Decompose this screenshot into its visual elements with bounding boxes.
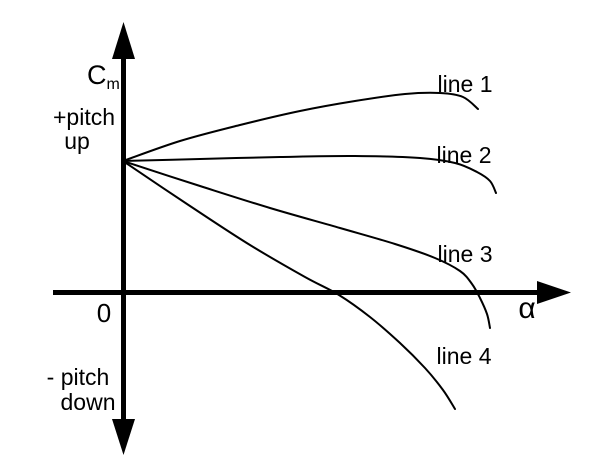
y-axis (112, 22, 135, 455)
origin-label: 0 (97, 298, 111, 328)
curve-line-1 (122, 91, 479, 162)
curve-label-line-3: line 3 (438, 241, 493, 267)
y-axis-down-arrowhead-icon (112, 419, 135, 455)
pitch-down-note-line2: down (61, 389, 116, 415)
x-axis-symbol: α (518, 292, 535, 325)
curve-line-2 (122, 154, 497, 194)
curve-line-3 (122, 160, 491, 329)
x-axis (53, 281, 571, 304)
curve-label-line-4: line 4 (437, 343, 492, 369)
y-axis-symbol: Cm (87, 60, 120, 93)
y-axis-symbol-subscript: m (107, 76, 120, 93)
y-axis-symbol-main: C (87, 60, 107, 90)
pitch-up-note-line2: up (64, 128, 90, 154)
pitch-down-note-line1: - pitch (47, 364, 110, 390)
pitch-up-note-line1: +pitch (53, 104, 115, 130)
x-axis-right-arrowhead-icon (537, 281, 571, 304)
curves (122, 91, 497, 410)
curve-line-4 (122, 160, 456, 410)
curve-label-line-1: line 1 (438, 71, 493, 97)
curve-label-line-2: line 2 (437, 142, 492, 168)
y-axis-up-arrowhead-icon (112, 22, 135, 59)
